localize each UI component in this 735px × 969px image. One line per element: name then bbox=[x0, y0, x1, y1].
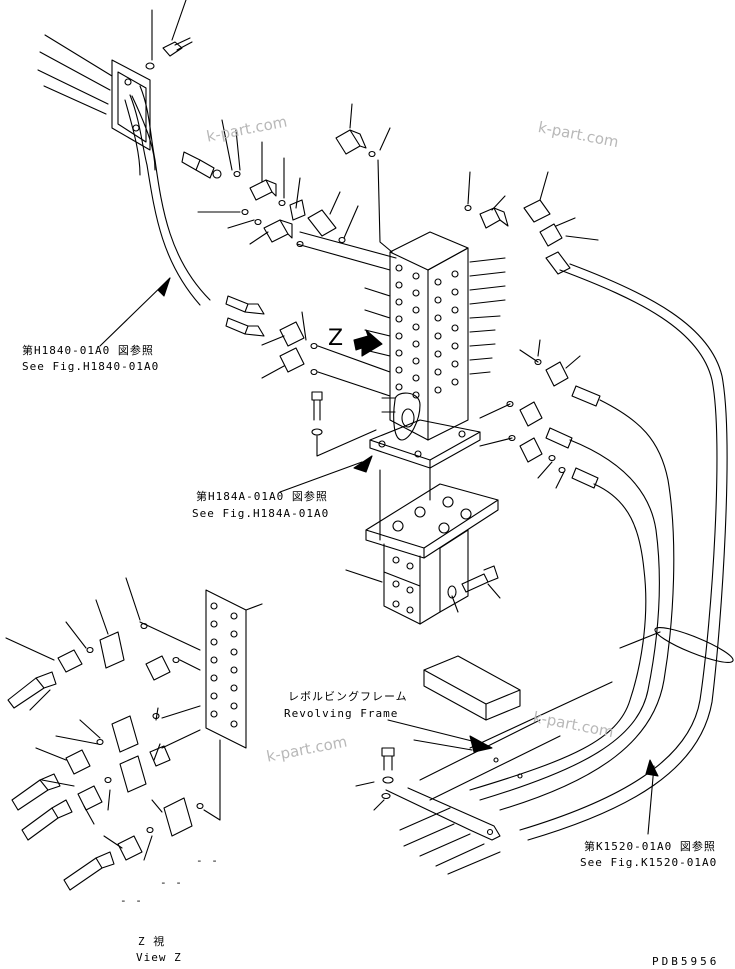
frame-bolt bbox=[355, 747, 395, 811]
ref-h184a-jp: 第H184A-01A0 図参照 bbox=[196, 490, 328, 503]
middle-left-fittings bbox=[225, 295, 391, 397]
view-z-jp: Z 視 bbox=[138, 935, 166, 948]
revolving-frame-section bbox=[385, 655, 613, 875]
label-leaders bbox=[99, 277, 659, 835]
view-z-en: View Z bbox=[136, 951, 182, 964]
center-bolt bbox=[311, 391, 377, 457]
side-bolt bbox=[447, 565, 501, 613]
pipe-bracket-plate bbox=[111, 59, 151, 151]
right-hose-bundle bbox=[469, 263, 734, 841]
part-code: PDB5956 bbox=[652, 955, 720, 968]
dash-mark-2: - - bbox=[160, 876, 183, 889]
ref-h1840-jp: 第H1840-01A0 図参照 bbox=[22, 344, 154, 357]
right-fittings bbox=[464, 171, 601, 489]
dash-mark-1: - - bbox=[196, 854, 219, 867]
z-marker: Z bbox=[328, 326, 344, 351]
block-base-plate bbox=[369, 419, 481, 469]
z-view-arrow bbox=[353, 329, 383, 357]
central-manifold-block bbox=[364, 231, 506, 441]
revolving-frame-en: Revolving Frame bbox=[284, 707, 399, 720]
upper-fittings bbox=[181, 119, 397, 271]
dash-mark-3: - - bbox=[120, 894, 143, 907]
view-z-detail bbox=[5, 577, 263, 891]
lower-frame-bracket bbox=[345, 467, 499, 625]
upper-left-hose-bundle bbox=[37, 34, 211, 306]
ref-k1520-en: See Fig.K1520-01A0 bbox=[580, 856, 718, 869]
ref-h1840-en: See Fig.H1840-01A0 bbox=[22, 360, 160, 373]
top-center-fitting bbox=[335, 103, 393, 253]
ref-k1520-jp: 第K1520-01A0 図参照 bbox=[584, 840, 716, 853]
bolt-washer-top bbox=[145, 0, 193, 70]
ref-h184a-en: See Fig.H184A-01A0 bbox=[192, 507, 330, 520]
revolving-frame-jp: レボルビングフレーム bbox=[288, 690, 408, 703]
